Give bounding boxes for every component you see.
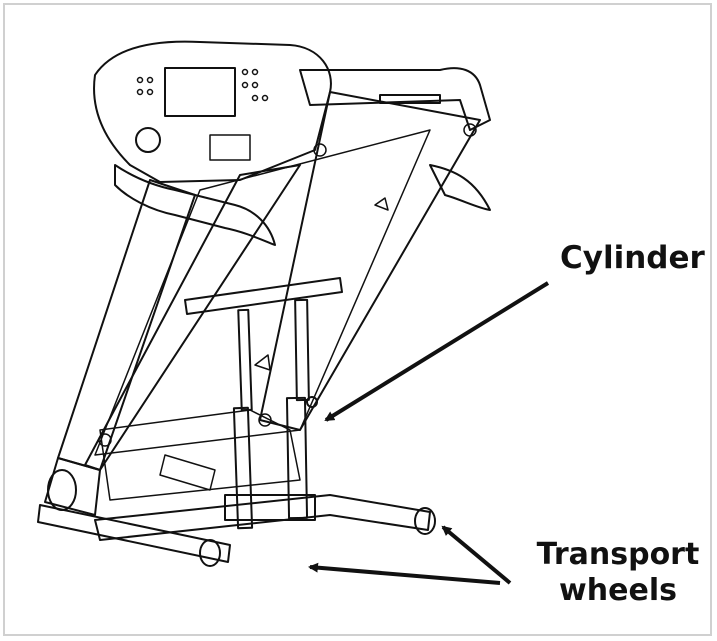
callout-arrows [308, 281, 550, 585]
cylinder-arrow [324, 281, 550, 422]
left-handlebar [114, 164, 276, 246]
motor-detail [159, 454, 216, 491]
motor-housing [99, 409, 301, 501]
transport-wheel-left [199, 539, 221, 567]
console-top [93, 40, 332, 183]
hinge-details [98, 123, 477, 447]
base-crossbar [224, 494, 316, 521]
folded-deck [94, 129, 431, 456]
right-handlebar-rail [299, 67, 491, 131]
cylinder-label: Cylinder [560, 240, 705, 276]
transport-wheels-label-line2: wheels [559, 573, 677, 608]
console-buttons [136, 68, 269, 161]
console-knob [135, 127, 161, 153]
transport-wheels-label-line1: Transport [536, 537, 700, 572]
transport-wheel-right [414, 507, 436, 535]
transport-arrow-left [308, 562, 501, 585]
transport-arrow-right [441, 525, 512, 585]
cross-bar [184, 277, 343, 315]
treadmill-drawing [37, 40, 491, 567]
base-frame-front [94, 494, 431, 541]
deck-frame-left [84, 164, 301, 471]
gas-cylinders [232, 298, 318, 530]
foot-left [47, 469, 77, 511]
transport-wheels-label: Transport wheels [532, 537, 704, 609]
deck-frame-right [259, 91, 481, 431]
console-display [164, 67, 236, 117]
right-rail-grip-strip [379, 94, 441, 104]
figure-frame [3, 3, 712, 636]
base-frame-left [37, 504, 231, 563]
right-handlebar-grip [429, 164, 491, 211]
